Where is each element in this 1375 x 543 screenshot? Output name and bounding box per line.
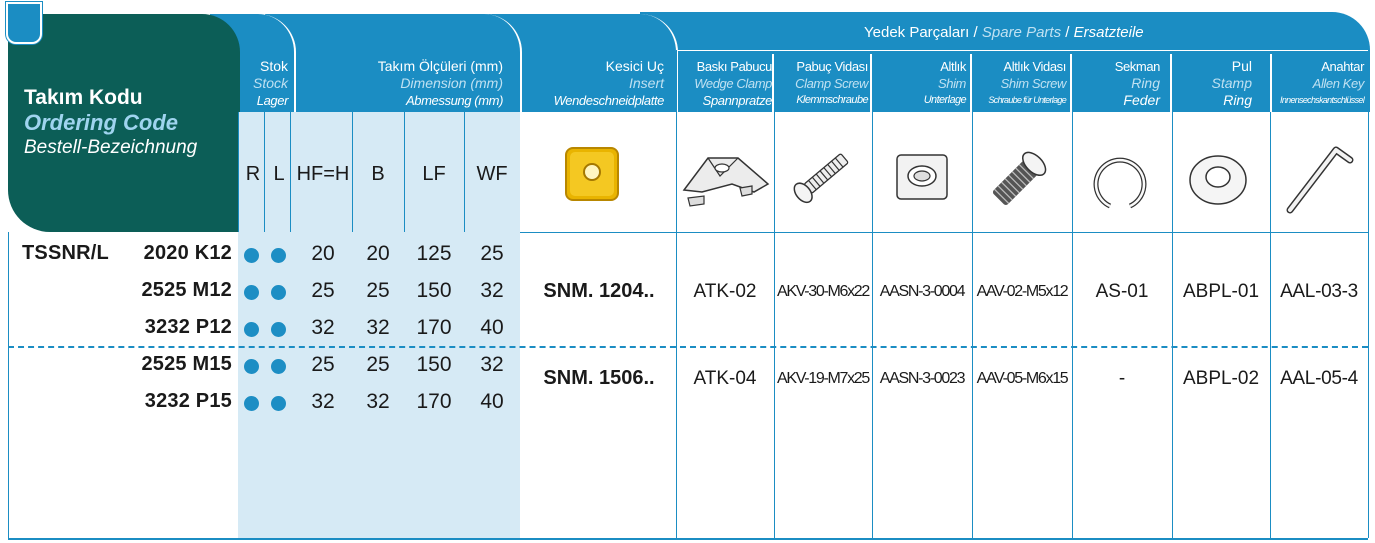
part-header-stamp: Pul Stamp Ring (1211, 58, 1252, 108)
stock-l-dot (271, 322, 286, 337)
ordering-code-tab (8, 14, 240, 232)
col-hf: HF=H (296, 163, 350, 185)
part-header-ring: Sekman Ring Feder (1114, 59, 1161, 108)
part-header-shim-screw: Altlık Vidası Shim Screw Schraube für Un… (988, 59, 1066, 105)
stock-r-dot (244, 359, 259, 374)
insert-de: Wendeschneidplatte (553, 93, 665, 108)
stock-r-dot (244, 322, 259, 337)
ordering-code-tr: Takım Kodu (24, 86, 143, 109)
stock-de: Lager (256, 93, 289, 108)
stock-r-dot (244, 396, 259, 411)
stock-l-dot (271, 396, 286, 411)
stamp-ring-icon (1189, 155, 1247, 205)
row-code: 2020 K12 (143, 242, 232, 264)
row-code: 2525 M15 (141, 353, 232, 375)
row-code: 2525 M12 (141, 279, 232, 301)
ordering-code-de: Bestell-Bezeichnung (24, 137, 198, 158)
stock-l-dot (271, 285, 286, 300)
insert-header: Kesici Uç Insert Wendeschneidplatte (524, 58, 665, 109)
part-header-allen-key: Anahtar Allen Key Innensechskantschlüsse… (1280, 59, 1365, 105)
ordering-code-header: Takım Kodu Ordering Code Bestell-Bezeich… (24, 86, 234, 160)
col-r: R (245, 163, 261, 185)
stock-tr: Stok (259, 58, 288, 74)
part-header-wedge-clamp: Baskı Pabucu Wedge Clamp Spannpratze (694, 59, 772, 108)
stock-header: Stok Stock Lager (238, 58, 288, 109)
dimension-header: Takım Ölçüleri (mm) Dimension (mm) Abmes… (300, 58, 504, 109)
spare-parts-tab (640, 12, 1370, 112)
stock-r-dot (244, 248, 259, 263)
wedge-clamp-icon (682, 157, 770, 207)
col-wf: WF (476, 163, 508, 185)
dimension-de: Abmessung (mm) (406, 93, 503, 108)
code-prefix: TSSNR/L (22, 242, 109, 264)
stock-l-dot (271, 359, 286, 374)
ordering-code-en: Ordering Code (24, 110, 179, 135)
corner-badge (6, 2, 42, 44)
dimension-en: Dimension (mm) (400, 75, 503, 91)
spare-parts-title: Yedek Parçaları / Spare Parts / Ersatzte… (864, 24, 1144, 41)
insert-code: SNM. 1204.. (543, 280, 655, 302)
insert-tr: Kesici Uç (605, 58, 664, 74)
row-code: 3232 P15 (144, 390, 232, 412)
shim-screw-icon (992, 151, 1047, 206)
row-code: 3232 P12 (144, 316, 232, 338)
insert-code: SNM. 1506.. (543, 367, 655, 389)
part-header-clamp-screw: Pabuç Vidası Clamp Screw Klemmschraube (795, 59, 869, 106)
col-l: L (273, 163, 285, 185)
insert-en: Insert (628, 75, 664, 91)
stock-r-dot (244, 285, 259, 300)
ring-icon (1093, 157, 1147, 209)
allen-key-icon (1286, 146, 1354, 214)
shim-icon (896, 154, 948, 200)
clamp-screw-icon (793, 153, 849, 204)
stock-l-dot (271, 248, 286, 263)
col-lf: LF (422, 163, 446, 185)
dimension-tab (265, 14, 522, 112)
stock-en: Stock (252, 75, 288, 91)
insert-icon (565, 147, 619, 201)
col-b: B (371, 163, 385, 185)
part-header-shim: Altlık Shim Unterlage (923, 59, 967, 106)
group-divider (8, 346, 1368, 348)
dimension-tr: Takım Ölçüleri (mm) (377, 58, 503, 74)
